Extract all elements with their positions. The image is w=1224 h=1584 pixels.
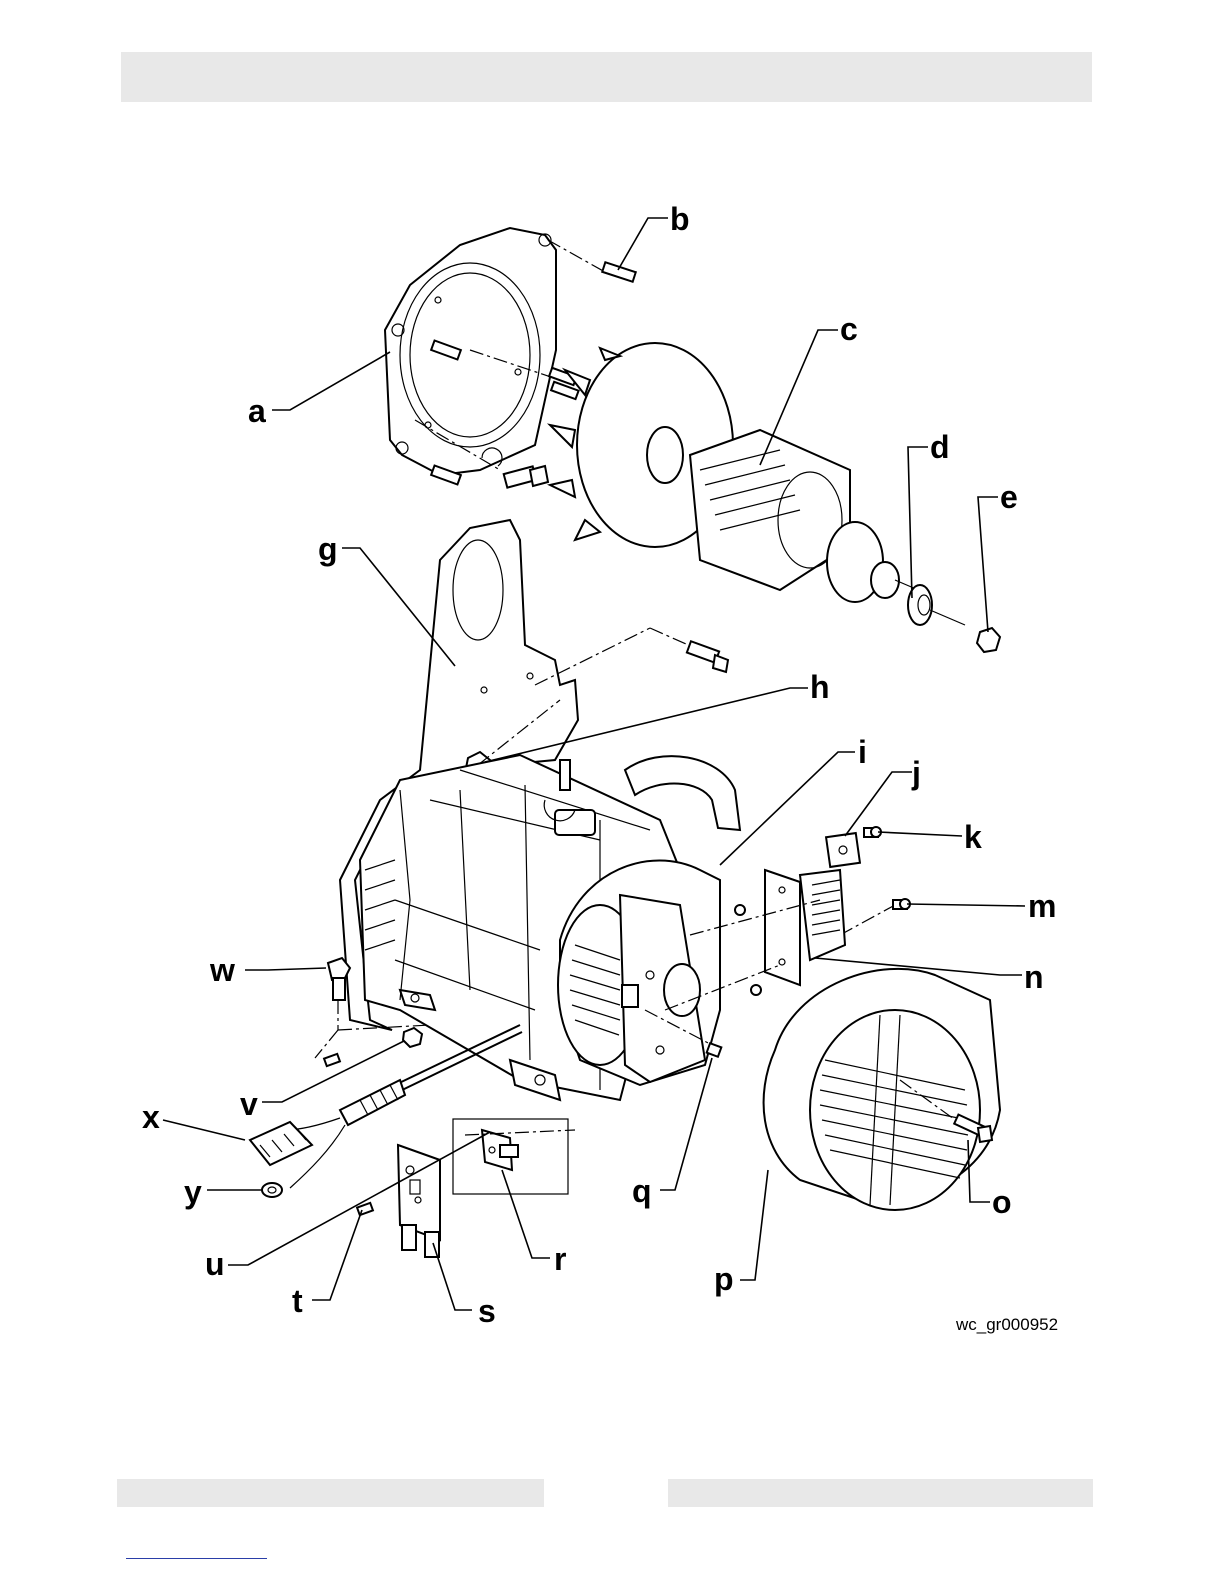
callout-c: c [840, 311, 858, 347]
figure-code: wc_gr000952 [955, 1315, 1058, 1334]
callout-o: o [992, 1184, 1012, 1220]
callout-w: w [209, 952, 235, 988]
washer [735, 905, 745, 915]
end-cover [764, 969, 1000, 1210]
callout-q: q [632, 1173, 652, 1209]
frame-bolt [535, 628, 728, 685]
bridge-rectifier [826, 833, 860, 867]
callout-i: i [858, 734, 867, 770]
callout-s: s [478, 1293, 496, 1329]
callout-k: k [964, 819, 982, 855]
callout-a: a [248, 393, 266, 429]
bearing [908, 585, 965, 625]
mount-bolt [328, 958, 350, 1030]
mount-nut [403, 1028, 422, 1047]
callout-v: v [240, 1086, 258, 1122]
end-bell-plate [385, 228, 579, 488]
capacitor-assembly [765, 870, 845, 985]
rotor-assembly [550, 343, 930, 602]
callout-n: n [1024, 959, 1044, 995]
callout-y: y [184, 1174, 202, 1210]
callout-e: e [1000, 479, 1018, 515]
callout-u: u [205, 1246, 225, 1282]
ring-terminal [262, 1183, 282, 1197]
callout-p: p [714, 1261, 734, 1297]
callout-d: d [930, 429, 950, 465]
callout-j: j [911, 755, 921, 791]
callout-r: r [554, 1241, 566, 1277]
callout-t: t [292, 1283, 303, 1319]
callout-b: b [670, 201, 690, 237]
washer [751, 985, 761, 995]
voltage-regulator-board [398, 1145, 440, 1257]
capacitor-screw [840, 899, 910, 935]
small-bolt [324, 1054, 340, 1066]
callout-g: g [318, 531, 338, 567]
callout-m: m [1028, 888, 1056, 924]
board-screw [357, 1203, 373, 1215]
callout-h: h [810, 669, 830, 705]
brush-holder [482, 1130, 518, 1170]
callout-x: x [142, 1099, 160, 1135]
